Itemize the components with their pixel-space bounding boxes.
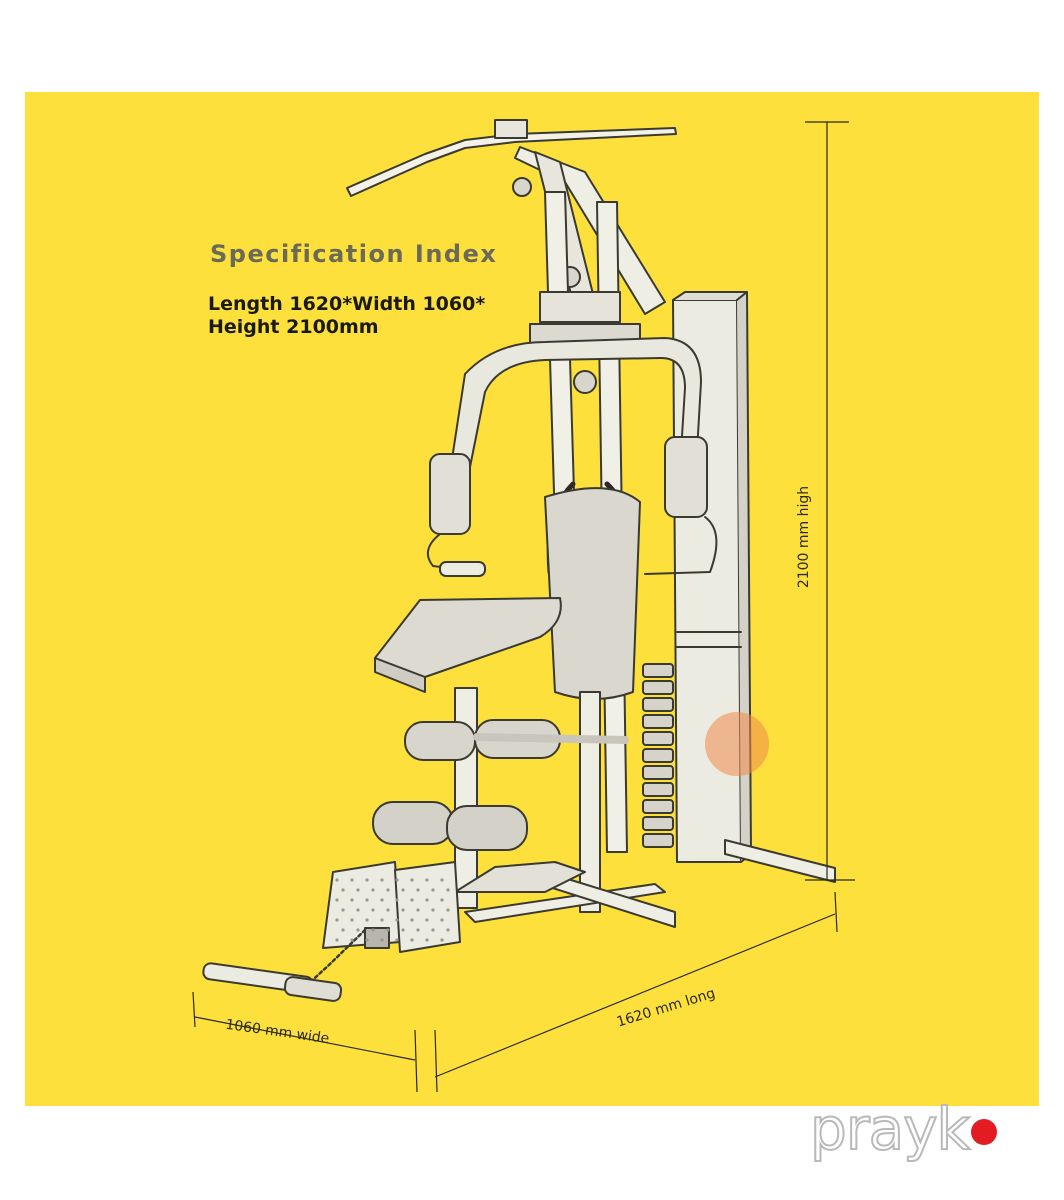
foot-plate-dot [440,898,444,902]
foot-plate-dot [416,928,420,932]
foot-plate-dot [431,888,435,892]
weight-plate [642,663,674,678]
brand-logo: prayk [809,1093,998,1165]
foot-plate-dot [335,878,339,882]
foot-plate-dot [380,918,384,922]
foot-plate-dot [380,938,384,942]
foot-plate-dot [350,898,354,902]
foot-plate-dot [335,918,339,922]
foot-plate-dot [440,938,444,942]
weight-plate [642,697,674,712]
foot-plate-dot [416,908,420,912]
foot-plate-dot [416,888,420,892]
weight-plate [642,816,674,831]
foot-plate-dot [365,898,369,902]
height-dimension-label: 2100 mm high [796,485,813,589]
foot-plate-dot [401,928,405,932]
foot-plate-dot [395,918,399,922]
weight-plate [642,765,674,780]
foot-plate-dot [386,908,390,912]
foot-plate-dot [350,878,354,882]
foot-plate-dot [380,898,384,902]
red-dot-icon [971,1119,998,1145]
foot-plate-dot [410,918,414,922]
foot-plate-dot [410,898,414,902]
foot-plate-dot [356,908,360,912]
foot-plate-dot [410,938,414,942]
foot-plate-dot [425,898,429,902]
dimensions-line-1: Length 1620*Width 1060* [208,293,486,315]
foot-plate-dot [386,928,390,932]
foot-plate-dot [440,878,444,882]
foot-plate-dot [401,908,405,912]
foot-plate-dot [341,888,345,892]
foot-plate-dot [431,908,435,912]
dimensions-line-2: Height 2100mm [208,316,379,338]
foot-plate-dot [431,928,435,932]
weight-plate [642,782,674,797]
foot-plate-dot [395,898,399,902]
foot-plate-dot [371,908,375,912]
weight-plate [642,799,674,814]
foot-plate-dot [446,888,450,892]
foot-plate-dot [380,878,384,882]
foot-plate-dot [401,888,405,892]
foot-plate-dot [356,888,360,892]
brand-name: prayk [809,1095,971,1163]
foot-plate-dot [335,898,339,902]
foot-plate-dot [425,918,429,922]
foot-plate-dot [356,928,360,932]
weight-plate [642,748,674,763]
foot-plate-dot [365,918,369,922]
weight-plate [642,680,674,695]
foot-plate-dot [350,918,354,922]
product-panel: Specification Index Length 1620*Width 10… [25,92,1039,1106]
foot-plate-dot [425,878,429,882]
foot-plate-dot [371,928,375,932]
foot-plate-dot [446,928,450,932]
foot-plate-dot [365,938,369,942]
foot-plate-dot [395,938,399,942]
weight-plate [642,714,674,729]
foot-plate-dot [341,908,345,912]
foot-plate-dot [440,918,444,922]
watermark-dot [705,712,769,776]
foot-plate-dot [371,888,375,892]
weight-plate [642,833,674,848]
foot-plate-dot [395,878,399,882]
home-gym-sketch [192,119,855,1093]
foot-plate-dot [341,928,345,932]
foot-plate-dot [335,938,339,942]
foot-plate-dot [365,878,369,882]
specification-title: Specification Index [210,240,498,268]
foot-plate-dot [410,878,414,882]
foot-plate-dot [350,938,354,942]
foot-plate-dot [446,908,450,912]
weight-plate [642,731,674,746]
foot-plate-dot [425,938,429,942]
foot-plate-dot [386,888,390,892]
